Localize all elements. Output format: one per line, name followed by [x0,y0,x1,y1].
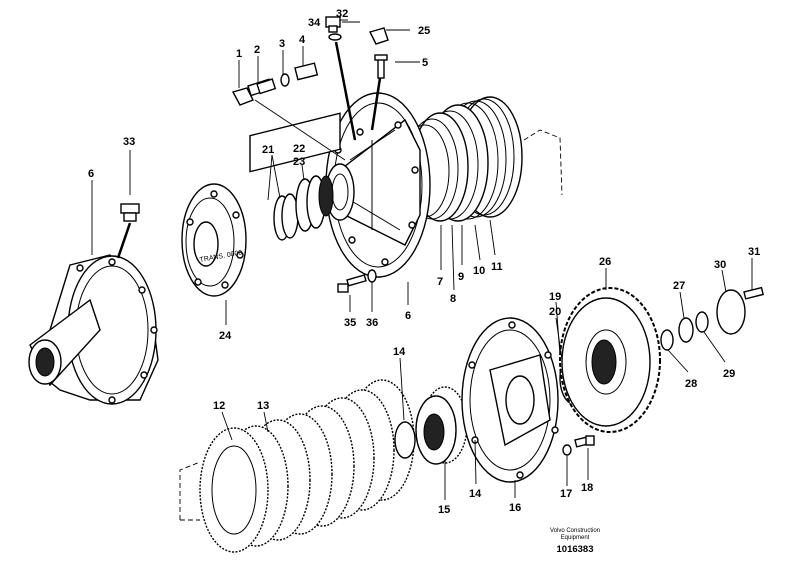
washer-32 [328,33,342,41]
label-3: 3 [279,38,285,50]
label-22: 22 [293,143,305,155]
label-27: 27 [673,280,685,292]
label-34: 34 [308,17,321,29]
label-15: 15 [438,504,450,516]
callout-labels: 1 2 3 4 5 6 6 7 8 9 10 11 12 13 14 14 15… [88,8,760,516]
disc-pack-lower [199,379,415,553]
bolt-31 [743,286,765,300]
label-11: 11 [491,261,503,273]
washer-27 [678,317,694,343]
bolt-18 [574,435,595,448]
label-6-left: 6 [88,168,94,180]
planet-gear [415,386,468,465]
label-21: 21 [262,144,274,156]
leader-33 [116,222,132,259]
nipple-5 [374,54,388,79]
label-29: 29 [723,368,735,380]
label-16: 16 [509,502,521,514]
label-1: 1 [236,48,242,60]
label-12: 12 [213,400,225,412]
footer-company-line2: Equipment [560,535,590,541]
label-9: 9 [458,271,464,283]
leader-lines-bottom [179,258,753,521]
hub-housing-left [28,254,159,405]
label-13: 13 [257,400,269,412]
label-2: 2 [254,44,260,56]
drive-flange: TRANS. 0000 [181,183,247,297]
bolt-35 [337,274,367,293]
label-17: 17 [560,488,572,500]
label-30: 30 [714,259,726,271]
cover-plate-30 [716,289,746,335]
bolt-2 [256,78,277,95]
label-32: 32 [336,8,348,20]
label-24: 24 [219,330,232,342]
label-31: 31 [748,246,760,258]
label-4: 4 [299,34,306,46]
footer-company-line1: Volvo Construction [549,528,601,534]
label-26: 26 [599,256,611,268]
label-14-top: 14 [393,346,406,358]
figure-number: 1016383 [556,544,594,555]
label-36: 36 [366,317,378,329]
leader-lines-top [91,19,563,325]
planet-carrier [461,317,559,483]
figure-footer: Volvo Construction Equipment 1016383 [520,528,630,555]
label-19: 19 [549,291,561,303]
label-28: 28 [685,378,697,390]
o-ring-3 [280,73,290,87]
label-14-bottom: 14 [469,488,482,500]
label-10: 10 [473,265,485,277]
label-18: 18 [581,482,593,494]
label-25: 25 [418,25,430,37]
plug-34 [325,16,341,33]
breather-25 [368,27,389,45]
washer-29 [695,311,709,333]
label-8: 8 [450,293,456,305]
label-20: 20 [549,306,561,318]
plug-33 [120,203,140,222]
label-6-right: 6 [405,310,411,322]
label-7: 7 [437,276,443,288]
washer-17 [562,444,572,456]
washer-36 [367,269,377,283]
label-23: 23 [293,156,305,168]
sleeve-4 [294,62,319,81]
label-33: 33 [123,136,135,148]
ring-14 [394,421,416,459]
sprocket [559,287,661,433]
shaft-with-bearings [249,112,341,241]
hub-housing-upper [325,92,431,278]
label-35: 35 [344,317,356,329]
washer-28 [660,329,674,351]
label-5: 5 [422,57,428,69]
